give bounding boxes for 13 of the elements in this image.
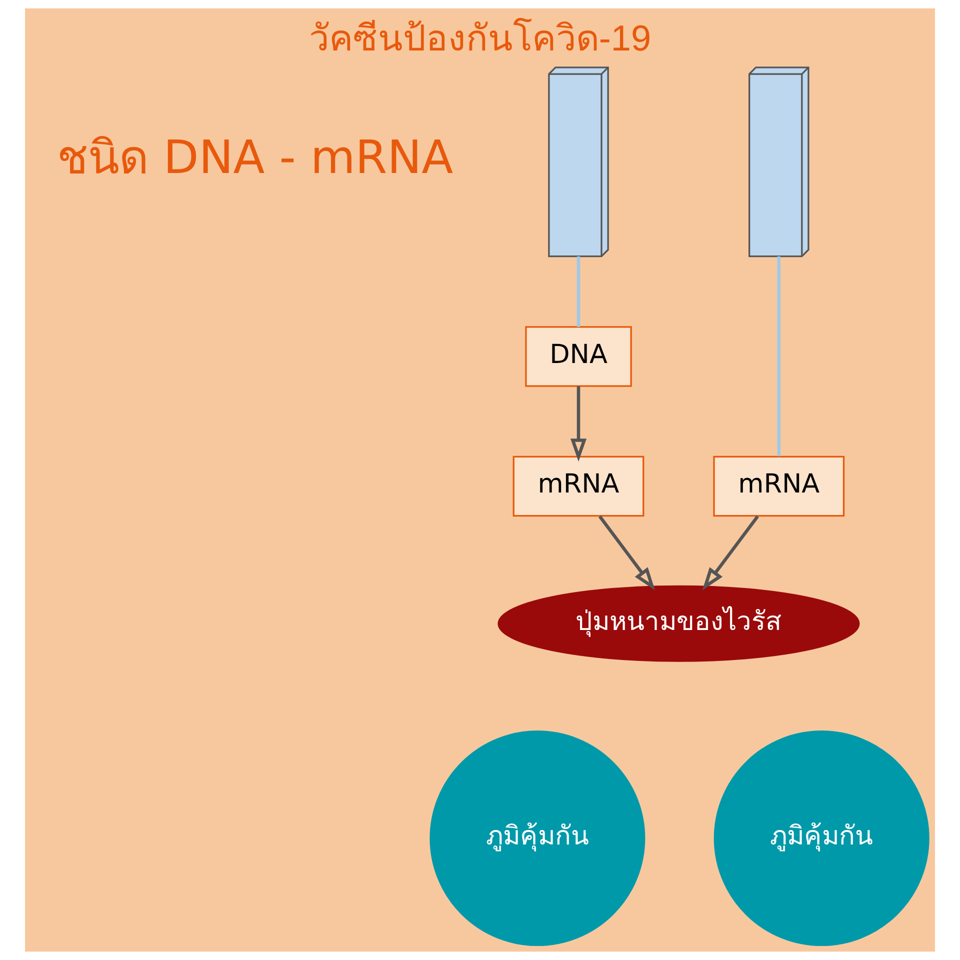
node-ellipse: ปุ่มหนามของไวรัส [498,585,860,662]
diagram-title: วัคซีนป้องกันโควิด-19 [308,17,652,58]
connector [777,256,781,456]
connector [576,256,580,327]
arrow [570,386,587,462]
label: ชนิด DNA - mRNA [56,130,454,184]
node-box: mRNA [512,456,644,517]
node-circle: ภูมิคุ้มกัน [714,730,930,946]
node-box: DNA [525,326,632,387]
arrow [702,515,759,590]
arrow [598,515,656,590]
node-circle: ภูมิคุ้มกัน [430,730,646,946]
node-box: mRNA [713,456,845,517]
